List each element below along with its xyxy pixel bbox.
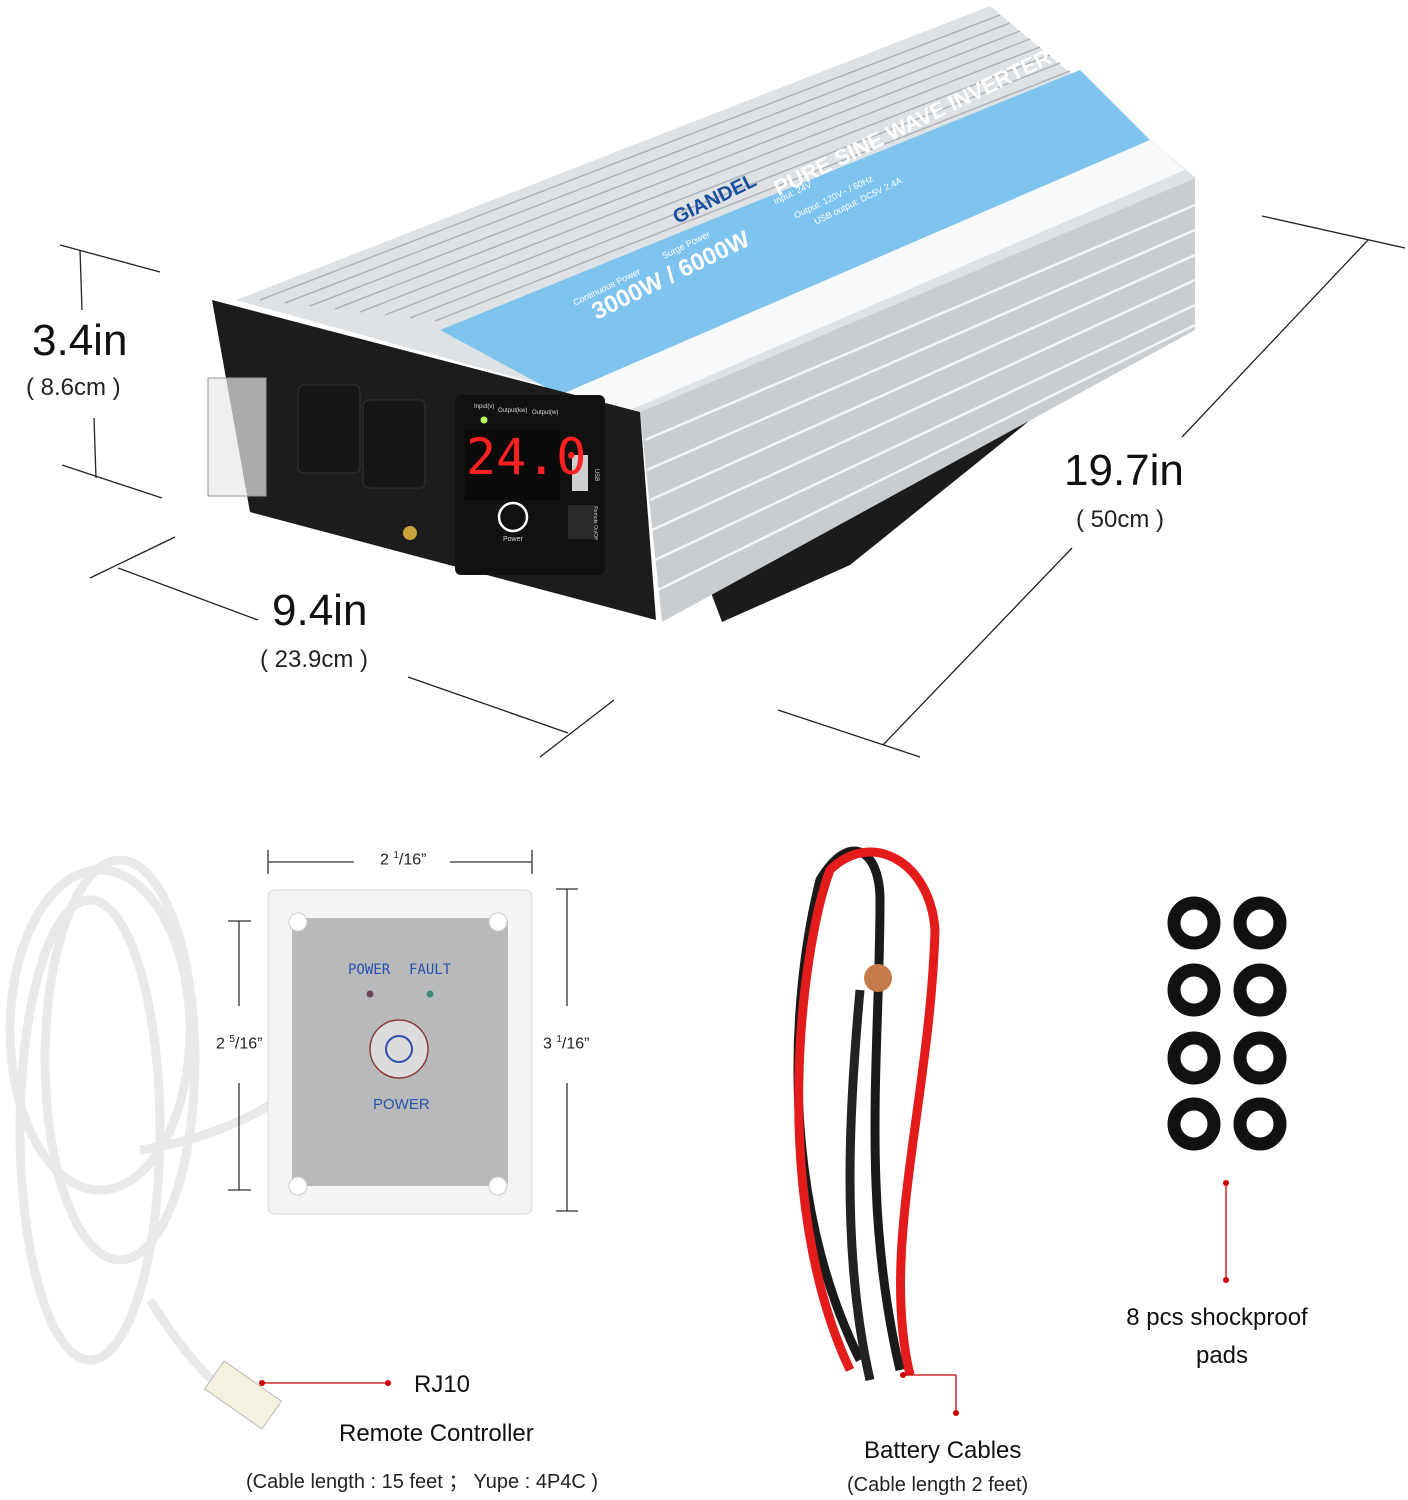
led-display [465, 430, 560, 500]
cables-detail: (Cable length 2 feet) [847, 1474, 1029, 1496]
rj10-plug [203, 1360, 283, 1430]
pads-caption-line1: 8 pcs shockproof [1126, 1304, 1308, 1331]
width-cm: ( 23.9cm ) [260, 646, 369, 673]
side-heatsink [640, 178, 1195, 622]
remote-fault-led-label: FAULT [409, 962, 452, 978]
remote-power-button [369, 1019, 429, 1079]
height-in: 3.4in [32, 316, 128, 365]
remote-inner-height-dim: 2 5/16” [216, 1034, 263, 1053]
remote-port [568, 505, 594, 539]
indicator-output-kw: Output(kw) [498, 408, 528, 414]
remote-button-label: POWER [373, 1096, 430, 1113]
ring-terminal [864, 964, 892, 992]
top-heatsink [236, 6, 1196, 412]
remote-cable [5, 855, 273, 1405]
cables-caption: Battery Cables [864, 1437, 1022, 1464]
remote-detail: (Cable length : 15 feet ； Yupe : 4P4C ) [246, 1471, 599, 1493]
dimension-lines [59, 215, 1406, 758]
remote-port-label: Remote On/Off [591, 506, 598, 540]
ac-outlet-2 [362, 399, 426, 489]
power-button-icon [497, 501, 529, 533]
ground-screw [403, 526, 417, 540]
remote-power-led-label: POWER [348, 962, 391, 978]
rj10-label: RJ10 [414, 1371, 471, 1398]
remote-width-dim: 2 1/16” [380, 850, 427, 869]
length-in: 19.7in [1064, 446, 1184, 495]
remote-caption: Remote Controller [339, 1420, 534, 1447]
pads-caption-line2: pads [1195, 1342, 1249, 1369]
inverter [207, 6, 1196, 622]
remote-outer-height-dim: 3 1/16” [543, 1034, 590, 1053]
display-reading: 24.0 [466, 428, 587, 486]
length-cm: ( 50cm ) [1076, 506, 1165, 533]
indicator-input: Input(v) [474, 404, 495, 410]
usb-label: USB [593, 468, 600, 482]
ac-outlet-1 [297, 384, 361, 474]
remote-controller [267, 889, 533, 1215]
battery-cables [793, 846, 940, 1382]
power-led [366, 990, 374, 998]
fault-led [426, 990, 434, 998]
height-cm: ( 8.6cm ) [26, 374, 121, 401]
width-in: 9.4in [272, 586, 368, 635]
indicator-output-w: Output(w) [532, 410, 559, 416]
power-button-label: Power [503, 536, 523, 543]
blue-label [440, 70, 1150, 395]
input-led [480, 416, 488, 424]
shockproof-pads [1167, 896, 1287, 1151]
terminal-cover [207, 377, 267, 497]
usb-port [572, 455, 588, 491]
power-icon [385, 1035, 413, 1063]
remote-dimension-lines [228, 850, 578, 1212]
